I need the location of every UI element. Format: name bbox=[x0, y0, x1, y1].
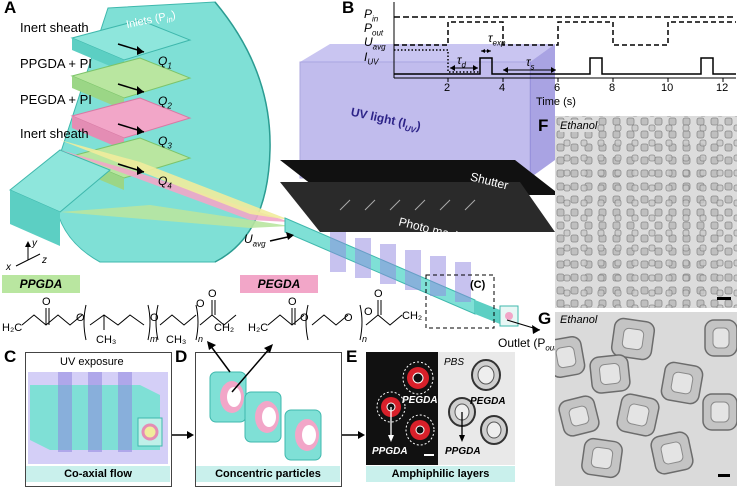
stream-label-sheath-bottom: Inert sheath bbox=[20, 126, 89, 141]
ppgda-ch3-1: CH₃ bbox=[96, 334, 117, 346]
uavg-label: Uavg bbox=[244, 232, 266, 249]
panel-label-c: C bbox=[4, 347, 17, 366]
tick-4: 4 bbox=[499, 82, 506, 94]
ppgda-o4: O bbox=[196, 298, 205, 310]
panel-f-ethanol: Ethanol bbox=[560, 120, 598, 132]
x-axis-label: Time (s) bbox=[536, 96, 576, 108]
tau-exp-label: τexp bbox=[488, 31, 506, 48]
ppgda-o5: O bbox=[208, 288, 217, 300]
tick-10: 10 bbox=[661, 82, 674, 94]
pegda-h2c: H₂C bbox=[248, 322, 269, 334]
concentric-particles-caption: Concentric particles bbox=[196, 466, 340, 482]
amphiphilic-layers-caption: Amphiphilic layers bbox=[366, 466, 515, 482]
ppgda-o3: O bbox=[150, 312, 159, 324]
ppgda-n: n bbox=[198, 334, 204, 344]
e-ppgda-left: PPGDA bbox=[372, 446, 408, 457]
ppgda-tag: PPGDA bbox=[2, 275, 80, 293]
e-pegda-right: PEGDA bbox=[470, 396, 506, 407]
e-ppgda-right: PPGDA bbox=[445, 446, 481, 457]
tau-d-label: τd bbox=[457, 53, 466, 70]
tau-s-label: τs bbox=[526, 55, 535, 72]
ppgda-ch2: CH₂ bbox=[214, 322, 235, 334]
tick-12: 12 bbox=[716, 82, 729, 94]
ppgda-ch3-2: CH₃ bbox=[166, 334, 187, 346]
tick-8: 8 bbox=[609, 82, 616, 94]
coaxial-flow-caption: Co-axial flow bbox=[26, 466, 170, 482]
ppgda-m: m bbox=[150, 334, 158, 344]
pegda-o5: O bbox=[374, 288, 383, 300]
axis-y-label: y bbox=[32, 238, 37, 249]
legend-uavg: Uavg bbox=[364, 35, 386, 52]
legend-pin: Pin bbox=[364, 7, 379, 24]
legend-pout: Pout bbox=[364, 21, 384, 38]
callout-c-label: (C) bbox=[470, 279, 486, 291]
pegda-tag: PEGDA bbox=[240, 275, 318, 293]
pegda-n: n bbox=[362, 334, 368, 344]
e-pbs: PBS bbox=[444, 357, 465, 368]
panel-label-e: E bbox=[346, 347, 358, 366]
panel-label-f: F bbox=[538, 116, 549, 135]
pegda-o4: O bbox=[364, 306, 373, 318]
axis-x-label: x bbox=[6, 262, 11, 273]
flow-label-q1: Q1 bbox=[158, 54, 172, 71]
panel-g-ethanol: Ethanol bbox=[560, 314, 598, 326]
stream-label-ppgda: PPGDA + PI bbox=[20, 56, 92, 71]
ppgda-h2c: H₂C bbox=[2, 322, 23, 334]
pegda-ch2: CH₂ bbox=[402, 310, 423, 322]
e-pegda-left: PEGDA bbox=[402, 395, 438, 406]
stream-label-pegda: PEGDA + PI bbox=[20, 92, 92, 107]
micrograph-particles-g bbox=[555, 317, 737, 479]
micrograph-particles-f bbox=[555, 116, 737, 308]
panel-label-b: B bbox=[342, 0, 355, 17]
panel-label-a: A bbox=[4, 0, 17, 17]
flow-label-q4: Q4 bbox=[158, 174, 172, 191]
pegda-o2: O bbox=[300, 312, 309, 324]
ppgda-o2: O bbox=[76, 312, 85, 324]
ppgda-o1: O bbox=[42, 296, 51, 308]
axis-z-label: z bbox=[42, 255, 47, 266]
tick-2: 2 bbox=[444, 82, 451, 94]
panel-label-g: G bbox=[538, 309, 552, 328]
pegda-o1: O bbox=[288, 296, 297, 308]
legend-iuv: IUV bbox=[364, 50, 379, 67]
flow-label-q3: Q3 bbox=[158, 134, 172, 151]
flow-label-q2: Q2 bbox=[158, 94, 172, 111]
tick-6: 6 bbox=[554, 82, 561, 94]
pegda-o3: O bbox=[344, 312, 353, 324]
uv-exposure-label: UV exposure bbox=[60, 356, 124, 368]
stream-label-sheath-top: Inert sheath bbox=[20, 20, 89, 35]
panel-f-micrograph bbox=[555, 116, 737, 308]
panel-g-micrograph bbox=[555, 312, 737, 486]
panel-label-d: D bbox=[175, 347, 188, 366]
